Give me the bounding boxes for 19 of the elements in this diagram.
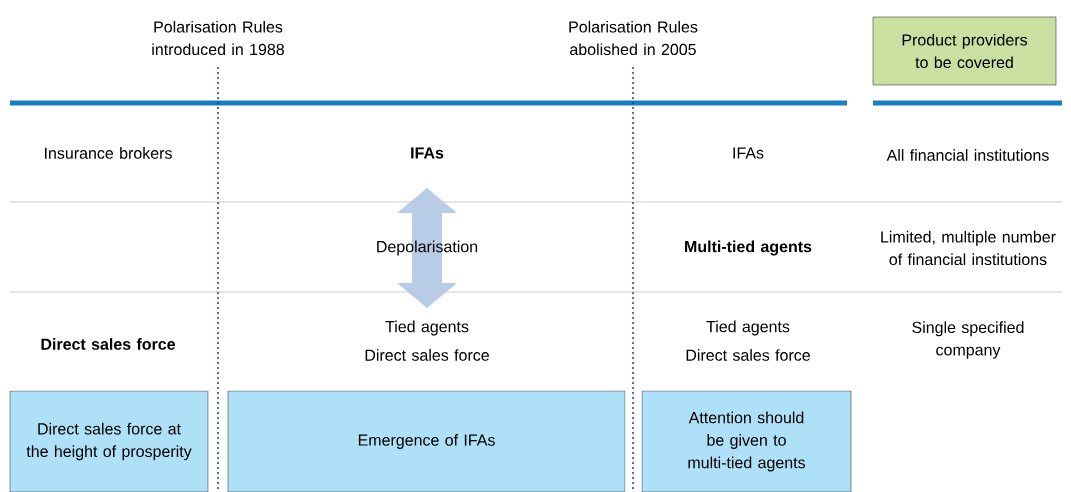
arrow-label: Depolarisation (377, 240, 478, 256)
row-text: IFAs (733, 147, 764, 159)
row-text: Single specified company (912, 321, 1024, 359)
row-text: Direct sales force (365, 349, 489, 361)
row-text: All financial institutions (886, 149, 1049, 161)
row-heading: Direct sales force (41, 338, 175, 350)
row-text: Direct sales force (686, 349, 810, 361)
text-box: Attention should be given to multi-tied agents (641, 390, 852, 492)
row-text: Tied agents (385, 320, 469, 336)
text-box: Direct sales force at the height of prosperity (9, 390, 209, 492)
row-text: Tied agents (706, 320, 790, 336)
row-heading: IFAs (411, 147, 444, 159)
text-box: Product providers to be covered (872, 16, 1057, 86)
row-text: Insurance brokers (45, 147, 172, 159)
row-text: Limited, multiple number of financial institutions (881, 230, 1056, 266)
milestone-text: Polarisation Rules introduced in 1988 (152, 20, 284, 56)
row-heading: Multi-tied agents (685, 240, 812, 256)
text-box: Emergence of IFAs (227, 390, 626, 492)
milestone-text: Polarisation Rules abolished in 2005 (569, 20, 698, 56)
